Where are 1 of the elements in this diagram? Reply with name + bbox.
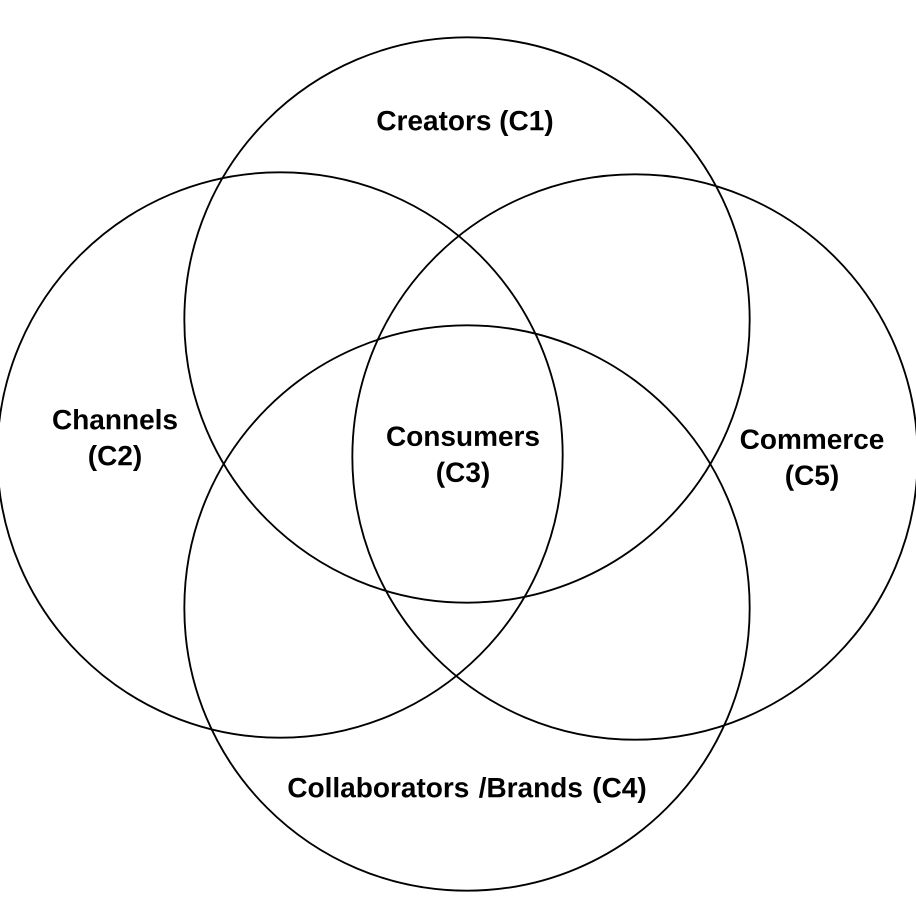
region-label: Consumers (C3): [387, 426, 539, 488]
